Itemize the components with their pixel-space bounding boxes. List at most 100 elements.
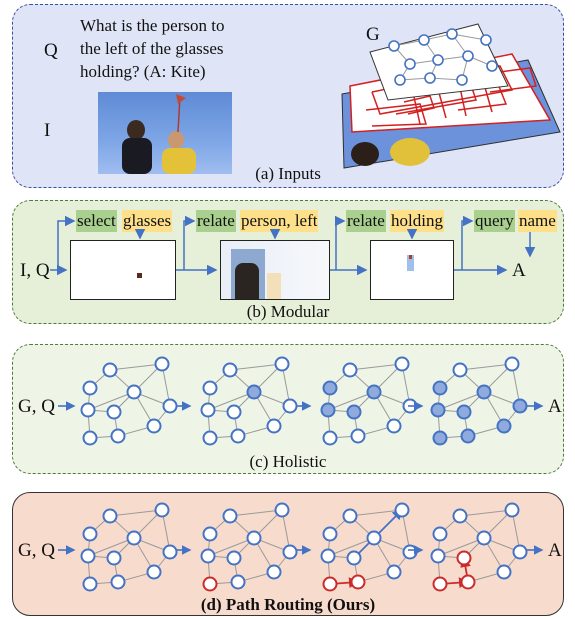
graph-node [432, 526, 448, 542]
graph-node [162, 544, 178, 560]
graph-node [366, 530, 382, 546]
graph [80, 502, 178, 592]
modular-caption: (b) Modular [246, 302, 330, 321]
graph-node [512, 544, 528, 560]
graph-node [80, 548, 96, 564]
graph-node [504, 502, 520, 518]
graph-node [432, 576, 448, 592]
graph-edge [327, 537, 375, 557]
graph-edge [437, 537, 485, 557]
graph-node [322, 576, 338, 592]
graph-node [202, 430, 218, 446]
image-scene [122, 94, 196, 174]
graph-node [126, 384, 142, 400]
routing-caption: (d) Path Routing (Ours) [200, 595, 376, 614]
graph-node [102, 362, 118, 378]
graph-node [456, 550, 472, 566]
graph-node [456, 404, 472, 420]
graph-node [394, 356, 410, 372]
modular-output-label: A [512, 260, 526, 281]
graph-node [110, 574, 126, 590]
graph-node [322, 526, 338, 542]
graph-node [282, 544, 298, 560]
attention-frame-2 [220, 240, 330, 300]
graph-edge [87, 537, 135, 557]
graph-nodes [388, 28, 498, 86]
graph-edge [229, 363, 283, 371]
graph-node [82, 430, 98, 446]
graph-node [460, 428, 476, 444]
graph-node [322, 380, 338, 396]
g-label: G [366, 24, 380, 45]
graph-edge [437, 391, 485, 411]
graph-node [320, 402, 336, 418]
inputs-caption: (a) Inputs [255, 164, 321, 183]
attention-frame-1 [70, 240, 176, 300]
graph-node [346, 404, 362, 420]
graph-node [350, 428, 366, 444]
graph [80, 356, 178, 446]
graph-node [82, 380, 98, 396]
graph-node [102, 508, 118, 524]
module-op-relate-2: relate [346, 210, 386, 232]
module-arg-glasses: glasses [122, 210, 173, 232]
graph-node [274, 502, 290, 518]
graph-node [430, 402, 446, 418]
q-label: Q [44, 40, 58, 61]
graph-node [386, 564, 402, 580]
graph-edge [109, 363, 163, 371]
graph-node [82, 526, 98, 542]
graph-edge [459, 363, 513, 371]
module-arg-holding: holding [390, 210, 444, 232]
graph-node [146, 564, 162, 580]
graph-node [350, 574, 366, 590]
graph [430, 502, 528, 592]
routing-output-label: A [548, 540, 562, 561]
attention-frame-3 [370, 240, 454, 300]
graph-node [266, 564, 282, 580]
graph-node [126, 530, 142, 546]
graph-node [266, 418, 282, 434]
graph-node [106, 550, 122, 566]
graph-node [202, 576, 218, 592]
graph-node [202, 526, 218, 542]
question-line: What is the person to [80, 16, 225, 35]
graph-edge [327, 391, 375, 411]
graph-node [496, 418, 512, 434]
graph-edge [87, 391, 135, 411]
graph-node [366, 384, 382, 400]
graph-node [274, 356, 290, 372]
graph-node [222, 508, 238, 524]
graph [200, 502, 298, 592]
graph-node [452, 362, 468, 378]
question-line: the left of the glasses [80, 39, 224, 58]
graph-edge [207, 391, 255, 411]
module-op-query: query [474, 210, 515, 232]
module-arg-person-left: person, left [240, 210, 319, 232]
graph-node [342, 508, 358, 524]
graph-node [386, 418, 402, 434]
graph-edge [349, 509, 403, 517]
graph [430, 356, 528, 446]
graph-edge [349, 363, 403, 371]
graph-node [394, 502, 410, 518]
graph-node [452, 508, 468, 524]
holistic-output-label: A [548, 396, 562, 417]
graph-node [342, 362, 358, 378]
graph-edge [459, 509, 513, 517]
graph-node [246, 530, 262, 546]
graph-node [154, 502, 170, 518]
graph-edge [207, 537, 255, 557]
holistic-input-label: G, Q [18, 396, 55, 417]
holistic-caption: (c) Holistic [249, 452, 327, 471]
graph-node [246, 384, 262, 400]
graph-node [200, 402, 216, 418]
question-line: holding? (A: Kite) [80, 62, 206, 81]
graph-node [226, 550, 242, 566]
graph-node [402, 544, 418, 560]
module-op-select: select [76, 210, 117, 232]
graph-edge [229, 509, 283, 517]
graph-node [110, 428, 126, 444]
